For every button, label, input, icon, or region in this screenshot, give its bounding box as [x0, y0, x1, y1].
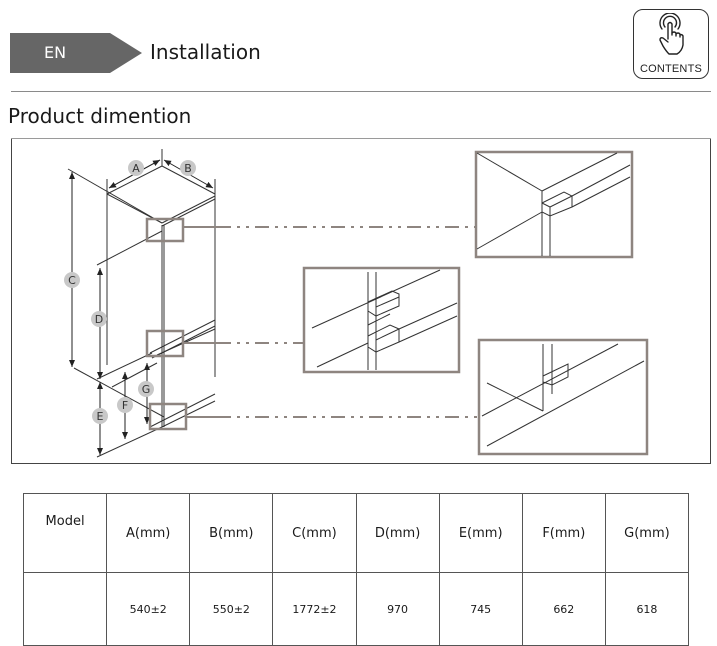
header-a: A(mm) — [106, 493, 191, 573]
section-title: Installation — [150, 40, 261, 64]
badge-c: C — [64, 272, 80, 288]
header-g: G(mm) — [604, 493, 690, 573]
badge-a: A — [128, 160, 144, 176]
fridge-outline — [67, 149, 216, 458]
table-row: 540±2 550±2 1772±2 970 745 662 618 — [22, 572, 690, 646]
detail-view-top — [474, 150, 634, 259]
dimension-lines — [69, 159, 214, 455]
header-f: F(mm) — [521, 493, 606, 573]
language-tab-shape — [10, 33, 142, 73]
dimension-badges: A B C D E F G — [64, 160, 196, 424]
badge-d: D — [91, 311, 107, 327]
diagram-canvas: A B C D E F G — [64, 149, 649, 458]
svg-text:A: A — [132, 162, 140, 175]
header-b: B(mm) — [189, 493, 274, 573]
detail-view-middle — [302, 266, 461, 374]
cell-e: 745 — [438, 572, 523, 646]
svg-text:F: F — [122, 399, 128, 412]
badge-b: B — [180, 160, 196, 176]
svg-text:B: B — [184, 162, 192, 175]
product-dimension-diagram: A B C D E F G — [11, 139, 711, 464]
header-model: Model — [22, 493, 108, 573]
badge-f: F — [117, 397, 133, 413]
callout-boxes — [145, 217, 188, 431]
dimension-table: Model A(mm) B(mm) C(mm) D(mm) E(mm) F(mm… — [22, 493, 690, 646]
cell-f: 662 — [521, 572, 606, 646]
badge-e: E — [92, 408, 108, 424]
cell-b: 550±2 — [189, 572, 274, 646]
heading-divider — [11, 138, 711, 139]
header-d: D(mm) — [355, 493, 440, 573]
cell-d: 970 — [355, 572, 440, 646]
svg-text:E: E — [97, 410, 104, 423]
cell-g: 618 — [604, 572, 690, 646]
contents-label: CONTENTS — [639, 63, 703, 75]
detail-view-bottom — [477, 338, 649, 456]
svg-text:G: G — [142, 383, 151, 396]
svg-text:D: D — [95, 313, 103, 326]
table-header-row: Model A(mm) B(mm) C(mm) D(mm) E(mm) F(mm… — [22, 493, 690, 573]
header-e: E(mm) — [438, 493, 523, 573]
cell-a: 540±2 — [106, 572, 191, 646]
touch-hand-icon — [659, 13, 684, 55]
language-tab: EN — [10, 33, 142, 73]
page-heading: Product dimention — [8, 104, 192, 128]
cell-model — [22, 572, 108, 646]
callout-leaders — [183, 226, 479, 418]
contents-button[interactable]: CONTENTS — [633, 9, 709, 79]
header-divider — [11, 91, 711, 92]
svg-text:C: C — [68, 274, 76, 287]
language-label: EN — [44, 43, 67, 62]
cell-c: 1772±2 — [272, 572, 357, 646]
badge-g: G — [138, 381, 154, 397]
header-c: C(mm) — [272, 493, 357, 573]
